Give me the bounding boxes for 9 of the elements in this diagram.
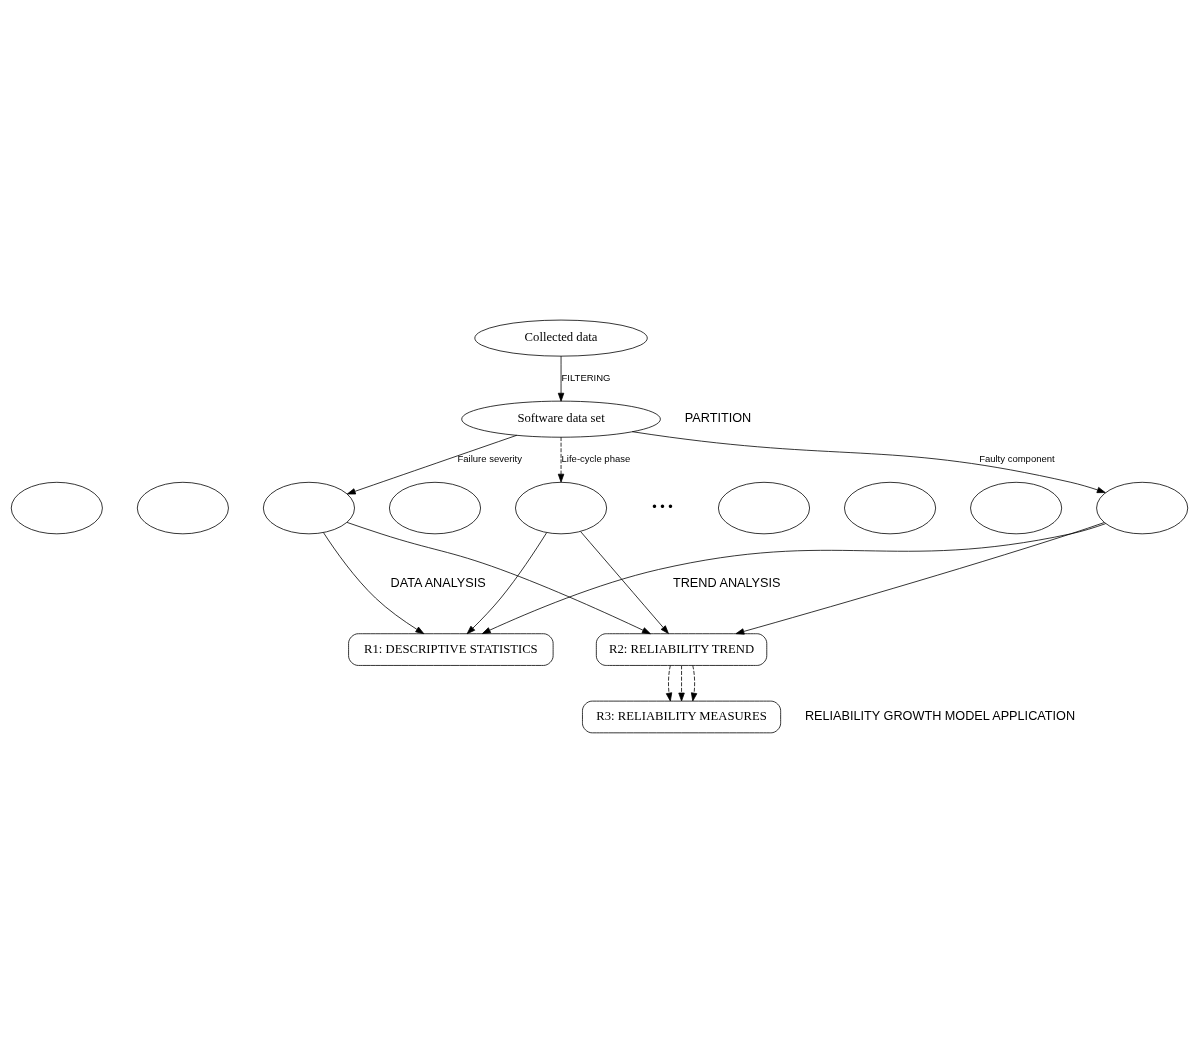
label: • • • xyxy=(652,500,673,515)
label: TREND ANALYSIS xyxy=(672,575,781,590)
label: DATA ANALYSIS xyxy=(390,575,486,590)
edge-label: FILTERING xyxy=(561,372,611,384)
edge-label: Life-cycle phase xyxy=(561,453,631,465)
label: RELIABILITY GROWTH MODEL APPLICATION xyxy=(804,708,1076,723)
edge-label: Faulty component xyxy=(979,453,1055,465)
edge-label: Failure severity xyxy=(457,453,522,465)
label: PARTITION xyxy=(684,411,752,426)
